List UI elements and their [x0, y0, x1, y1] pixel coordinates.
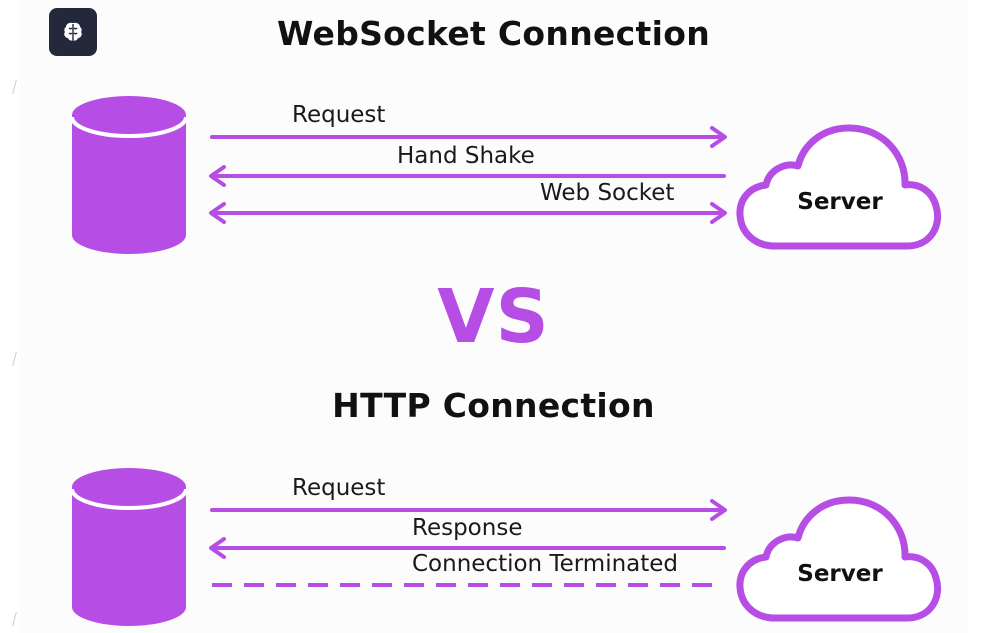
app-badge[interactable] [49, 8, 97, 56]
ws-request-label: Request [292, 102, 386, 128]
ws-websocket-arrow [209, 202, 727, 224]
websocket-title: WebSocket Connection [276, 14, 710, 53]
http-response-label: Response [412, 515, 523, 541]
server-label: Server [797, 189, 883, 215]
ws-request-arrow [210, 126, 727, 148]
server-label: Server [797, 561, 883, 587]
http-request-arrow [210, 499, 727, 521]
http-response-arrow [209, 537, 726, 559]
database-icon [70, 96, 188, 254]
vs-divider: VS [437, 274, 550, 360]
ws-websocket-label: Web Socket [540, 180, 675, 206]
http-title: HTTP Connection [332, 386, 655, 425]
brain-icon [64, 22, 82, 41]
http-request-label: Request [292, 475, 386, 501]
ws-handshake-arrow [209, 165, 726, 187]
http-terminated-label: Connection Terminated [412, 551, 679, 577]
database-icon [70, 468, 188, 626]
ws-handshake-label: Hand Shake [397, 143, 535, 169]
cloud-icon [736, 124, 942, 250]
cloud-icon [736, 496, 942, 622]
